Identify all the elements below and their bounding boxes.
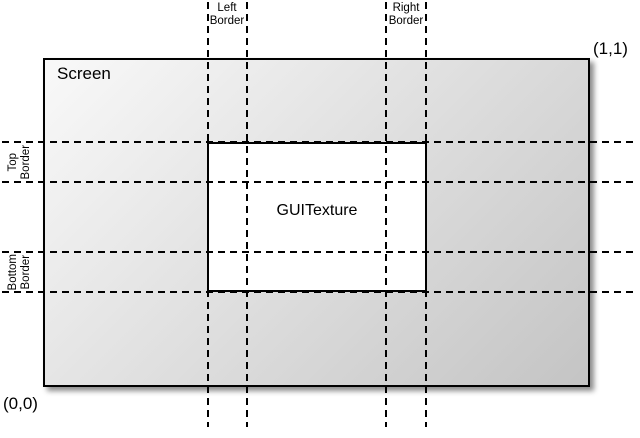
top-right-coordinate-label: (1,1) [593, 39, 628, 58]
left-border-label: Left Border [209, 2, 245, 28]
left-border-guide-line-right [246, 2, 248, 427]
top-border-guide-line-upper [2, 141, 638, 143]
right-border-label: Right Border [388, 2, 424, 28]
guitexture-label: GUITexture [276, 202, 358, 219]
top-border-label: Top Border [6, 144, 32, 180]
origin-coordinate-label: (0,0) [3, 394, 38, 413]
right-border-guide-line-left [385, 2, 387, 427]
bottom-border-label: Bottom Border [6, 254, 32, 291]
top-border-guide-line-lower [2, 181, 638, 183]
guitexture-rect [207, 142, 427, 292]
bottom-border-guide-line-lower [2, 291, 638, 293]
bottom-border-guide-line-upper [2, 251, 638, 253]
screen-label: Screen [57, 64, 111, 83]
left-border-guide-line-left [207, 2, 209, 427]
right-border-guide-line-right [425, 2, 427, 427]
